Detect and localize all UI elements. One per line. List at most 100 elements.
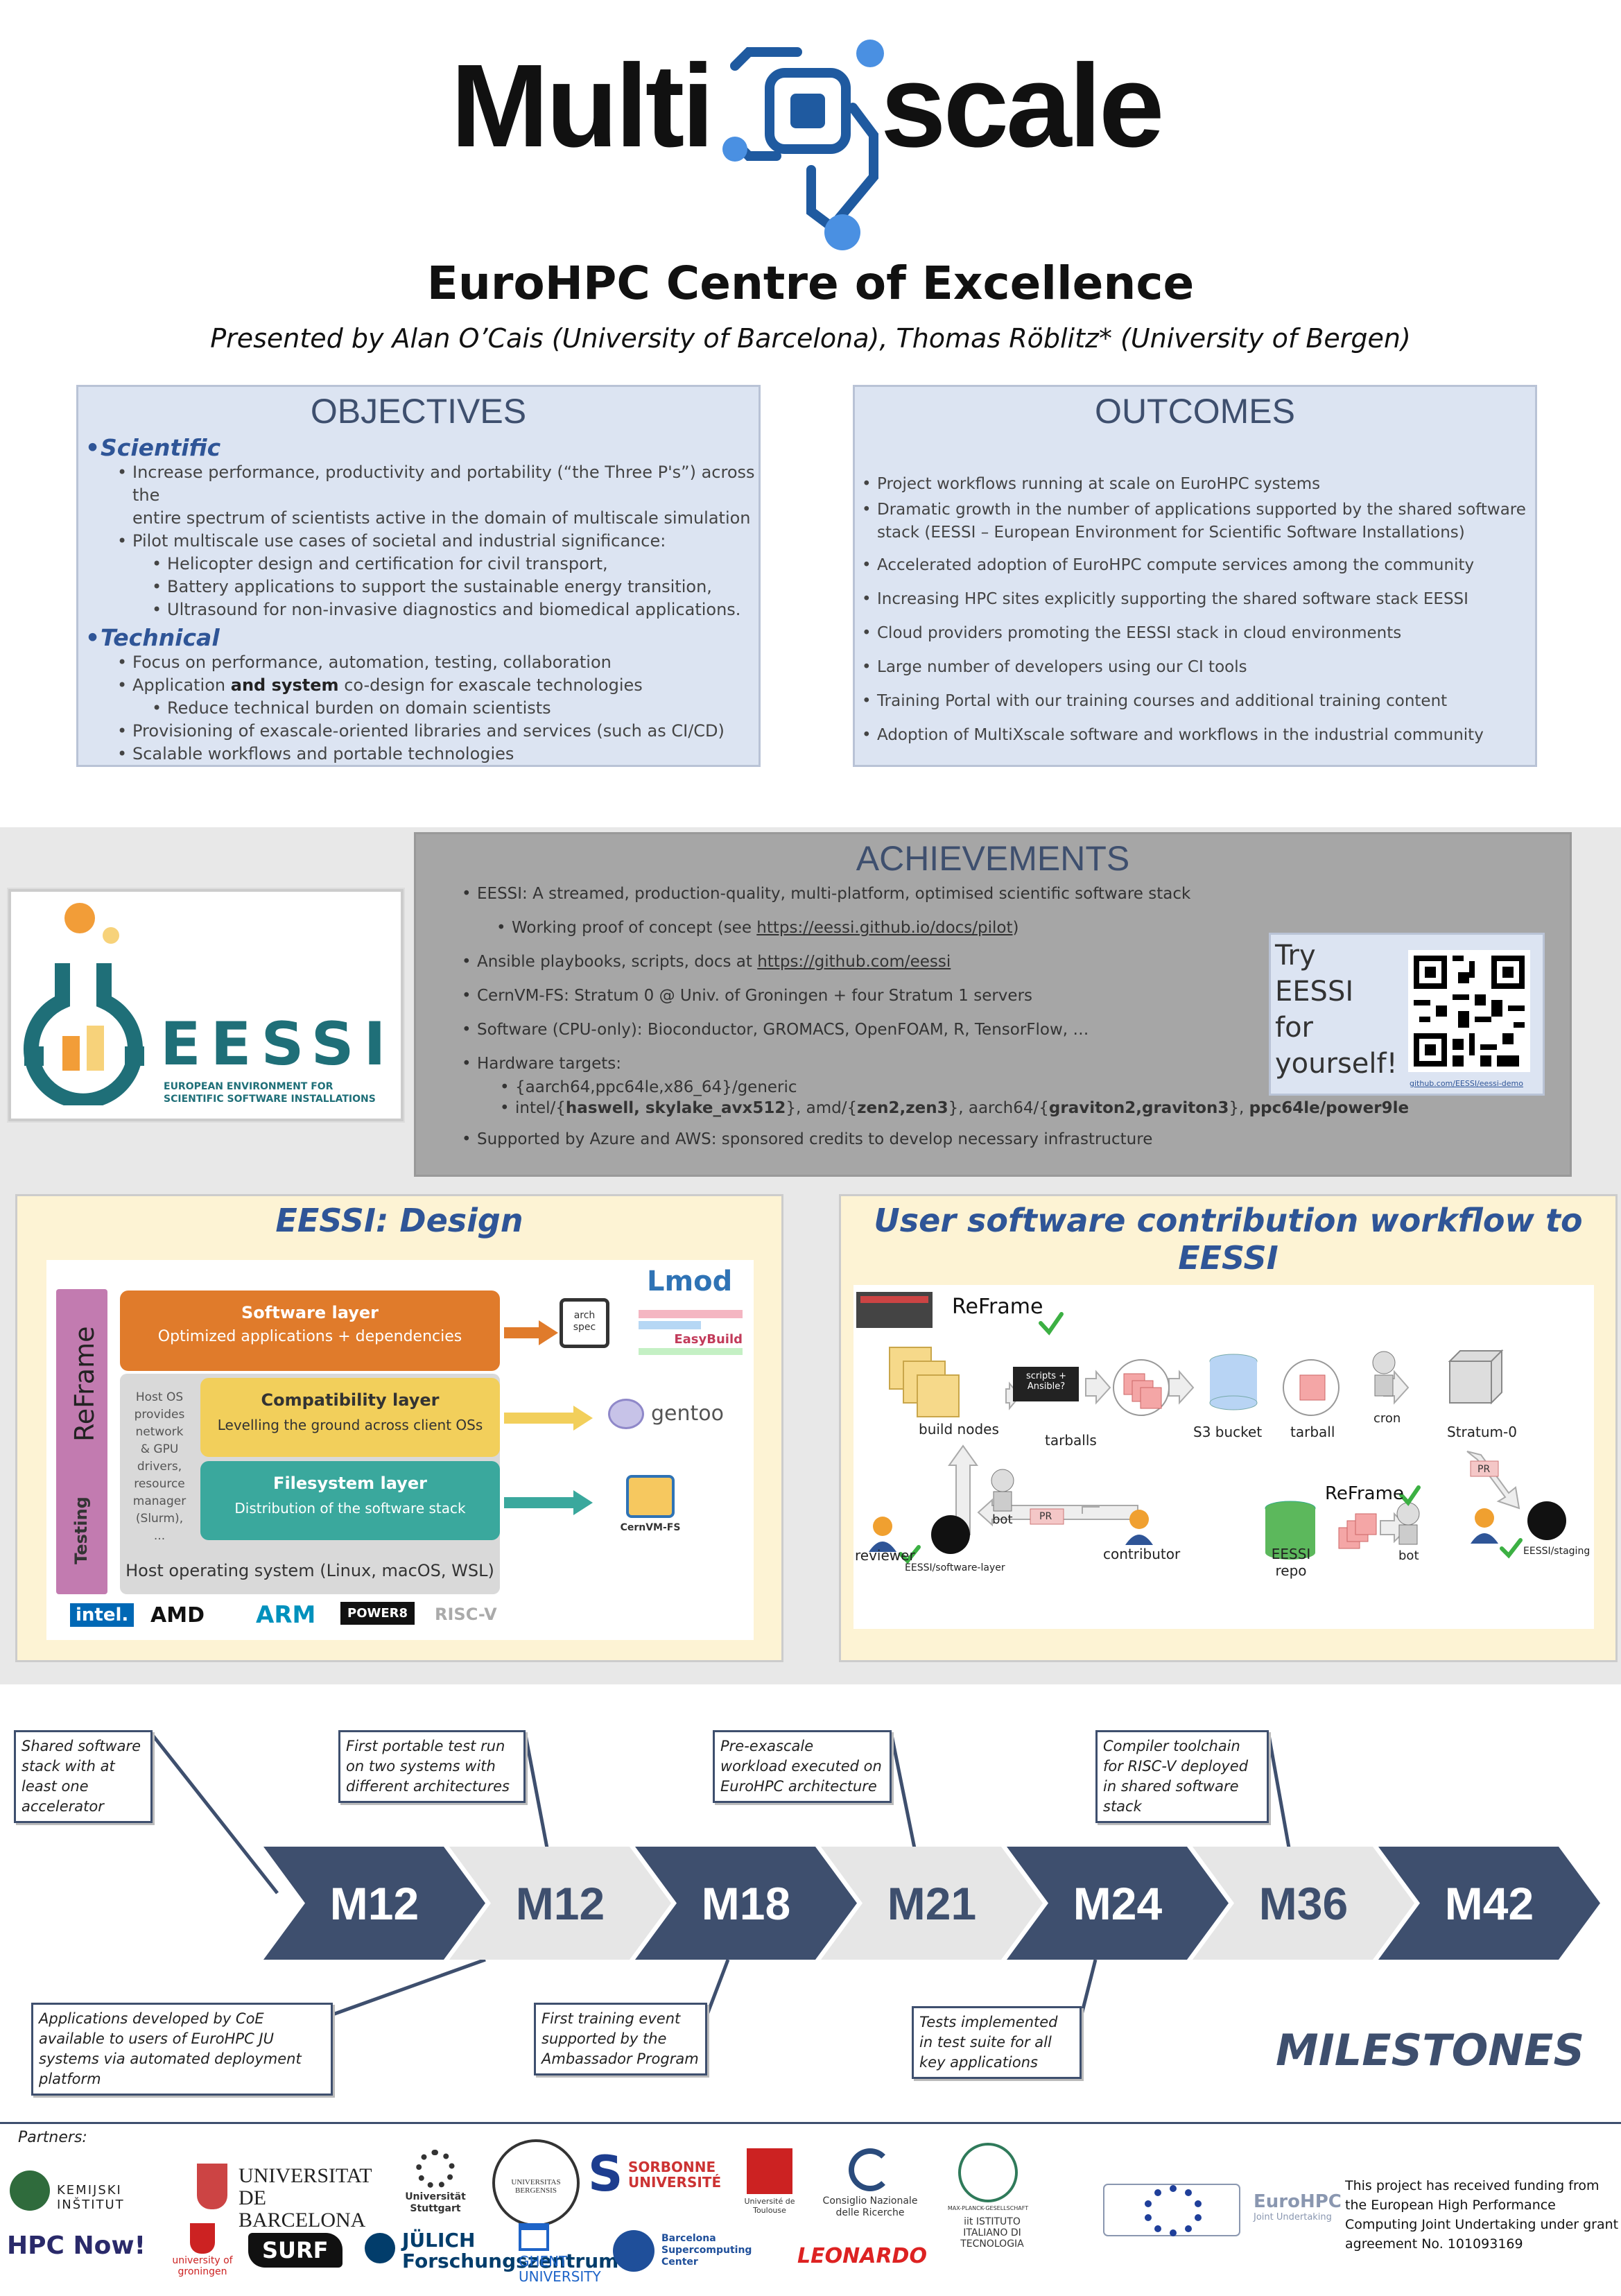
objective-item: Scalable workflows and portable technolo… — [113, 743, 759, 766]
objective-item: Application and system co-design for exa… — [113, 674, 759, 697]
partner-cnr: Consiglio Nazionale delle Ricerche — [818, 2148, 922, 2225]
testing-vertical-label: Testing — [71, 1496, 91, 1564]
milestone-label: M21 — [887, 1878, 977, 1929]
milestones-title: MILESTONES — [1276, 2025, 1585, 2075]
achievement-subitem: Working proof of concept (see https://ee… — [492, 917, 1570, 940]
reframe-logo: ReFrame — [1325, 1483, 1404, 1504]
objective-subitem: Helicopter design and certification for … — [148, 553, 759, 576]
milestone-chevron: M12 — [449, 1847, 671, 1960]
milestone-callout: First portable test run on two systems w… — [338, 1730, 526, 1803]
design-title: EESSI: Design — [275, 1202, 523, 1239]
github-link[interactable]: https://github.com/eessi — [757, 953, 951, 971]
arrow-icon — [504, 1406, 593, 1431]
easybuild-logo: EasyBuild — [639, 1310, 743, 1360]
outcomes-panel: OUTCOMES Project workflows running at sc… — [853, 385, 1537, 767]
wf-label-staging: EESSI/staging — [1523, 1546, 1590, 1557]
stuttgart-dots-icon — [416, 2150, 455, 2189]
partner-julich: JÜLICH Forschungszentrum — [365, 2230, 618, 2279]
workflow-arrows — [856, 1292, 1566, 1564]
eu-flag-icon — [1101, 2177, 1245, 2243]
milestone-chevron: M36 — [1193, 1847, 1414, 1960]
hw-target: intel/{haswell, skylake_avx512}, amd/{ze… — [496, 1098, 1570, 1119]
presenters: Presented by Alan O’Cais (University of … — [210, 323, 1411, 354]
objectives-title: OBJECTIVES — [310, 392, 527, 431]
cnr-icon — [849, 2148, 892, 2191]
logo-scale: scale — [881, 40, 1164, 172]
outcome-item: Adoption of MultiXscale software and wor… — [858, 724, 1535, 747]
milestone-label: M18 — [701, 1878, 791, 1929]
eessi-flask-icon — [24, 903, 144, 1105]
partner-sorbonne: S SORBONNE UNIVERSITÉ — [588, 2146, 722, 2202]
objective-subitem: Battery applications to support the sust… — [148, 576, 759, 598]
partner-toulouse: Université de Toulouse — [742, 2148, 797, 2225]
milestone-callout: First training event supported by the Am… — [534, 2003, 707, 2075]
vendor-arm: ARM — [256, 1601, 316, 1629]
ki-logo-icon — [10, 2170, 50, 2211]
milestone-callout: Shared software stack with at least one … — [14, 1730, 153, 1823]
wf-label-bot: bot — [1398, 1548, 1419, 1563]
design-panel: EESSI: Design ReFrame Testing Software l… — [15, 1194, 783, 1662]
achievement-item: Supported by Azure and AWS: sponsored cr… — [458, 1128, 1570, 1151]
eessi-logo-name: EESSI — [160, 1010, 396, 1079]
logo: Multi scale — [451, 38, 1179, 267]
partner-ghent: GHENT UNIVERSITY — [519, 2223, 602, 2286]
testing-bar — [56, 1289, 107, 1594]
achievement-item: CernVM-FS: Stratum 0 @ Univ. of Groninge… — [458, 985, 1570, 1008]
arrow-icon — [504, 1490, 593, 1515]
wf-label-bot: bot — [992, 1512, 1013, 1527]
lmod-logo: Lmod — [647, 1266, 733, 1297]
workflow-panel: User software contribution workflow to E… — [839, 1194, 1618, 1662]
design-diagram: ReFrame Testing Software layer Optimized… — [46, 1260, 754, 1640]
milestone-label: M36 — [1258, 1878, 1349, 1929]
gentoo-icon — [608, 1399, 644, 1429]
milestone-chevron: M21 — [821, 1847, 1043, 1960]
wf-label-stratum: Stratum-0 — [1447, 1424, 1517, 1440]
filesystem-layer: Filesystem layer Distribution of the sof… — [200, 1461, 500, 1540]
achievement-item: Hardware targets: — [458, 1053, 1570, 1076]
wf-label-pr: PR — [1477, 1464, 1491, 1475]
callout-connectors — [151, 1734, 1292, 2017]
vendor-riscv: RISC-V — [435, 1605, 497, 1624]
folder-icon — [626, 1475, 675, 1518]
wf-label-build: build nodes — [919, 1421, 999, 1438]
milestone-chevron: M24 — [1007, 1847, 1229, 1960]
sorbonne-s-icon: S — [588, 2146, 623, 2202]
objectives-panel: OBJECTIVES Scientific Increase performan… — [76, 385, 761, 767]
cvmfs-logo: CernVM-FS — [612, 1475, 688, 1544]
workflow-diagram: ReFrame ReFrame build nodes scripts + An… — [853, 1285, 1594, 1629]
wf-label-reviewer: reviewer — [855, 1547, 915, 1564]
milestone-callout: Pre-exascale workload executed on EuroHP… — [713, 1730, 892, 1803]
ghent-icon — [519, 2223, 549, 2251]
objective-subitem: Reduce technical burden on domain scient… — [148, 697, 759, 720]
wf-label-cron: cron — [1373, 1411, 1401, 1426]
objective-subitem: Ultrasound for non-invasive diagnostics … — [148, 598, 759, 621]
qr-link[interactable]: github.com/EESSI/eessi-demo — [1410, 1079, 1524, 1088]
partner-bsc: Barcelona Supercomputing Center — [613, 2230, 779, 2279]
objective-item: Pilot multiscale use cases of societal a… — [113, 530, 759, 553]
julich-icon — [365, 2233, 395, 2263]
partners-title: Partners: — [18, 2129, 87, 2146]
milestone-chevron: M12 — [263, 1847, 485, 1960]
qr-code-icon[interactable] — [1408, 950, 1530, 1072]
bsc-icon — [613, 2230, 655, 2272]
partner-stuttgart: Universität Stuttgart — [401, 2150, 470, 2216]
achievement-item: Software (CPU-only): Bioconductor, GROMA… — [458, 1019, 1570, 1042]
partners-divider — [0, 2122, 1621, 2124]
funding-statement: This project has received funding from t… — [1345, 2178, 1619, 2252]
partner-surf: SURF — [248, 2233, 343, 2268]
milestone-callout: Tests implemented in test suite for all … — [912, 2006, 1082, 2079]
eurohpc-logo: EuroHPC Joint Undertaking — [1254, 2191, 1342, 2222]
outcome-item: Dramatic growth in the number of applica… — [858, 499, 1535, 544]
partner-mpg: MAX-PLANCK-GESELLSCHAFT — [943, 2143, 1033, 2219]
compatibility-layer: Compatibility layer Levelling the ground… — [200, 1378, 500, 1457]
milestone-chevron: M18 — [635, 1847, 857, 1960]
outcome-item: Accelerated adoption of EuroHPC compute … — [858, 554, 1535, 577]
outcome-item: Project workflows running at scale on Eu… — [858, 473, 1535, 496]
host-os-layer: Host operating system (Linux, macOS, WSL… — [125, 1561, 494, 1580]
pilot-link[interactable]: https://eessi.github.io/docs/pilot — [756, 919, 1013, 937]
software-layer: Software layer Optimized applications + … — [120, 1291, 500, 1371]
partner-iit: iit ISTITUTO ITALIANO DI TECNOLOGIA — [960, 2216, 1024, 2250]
